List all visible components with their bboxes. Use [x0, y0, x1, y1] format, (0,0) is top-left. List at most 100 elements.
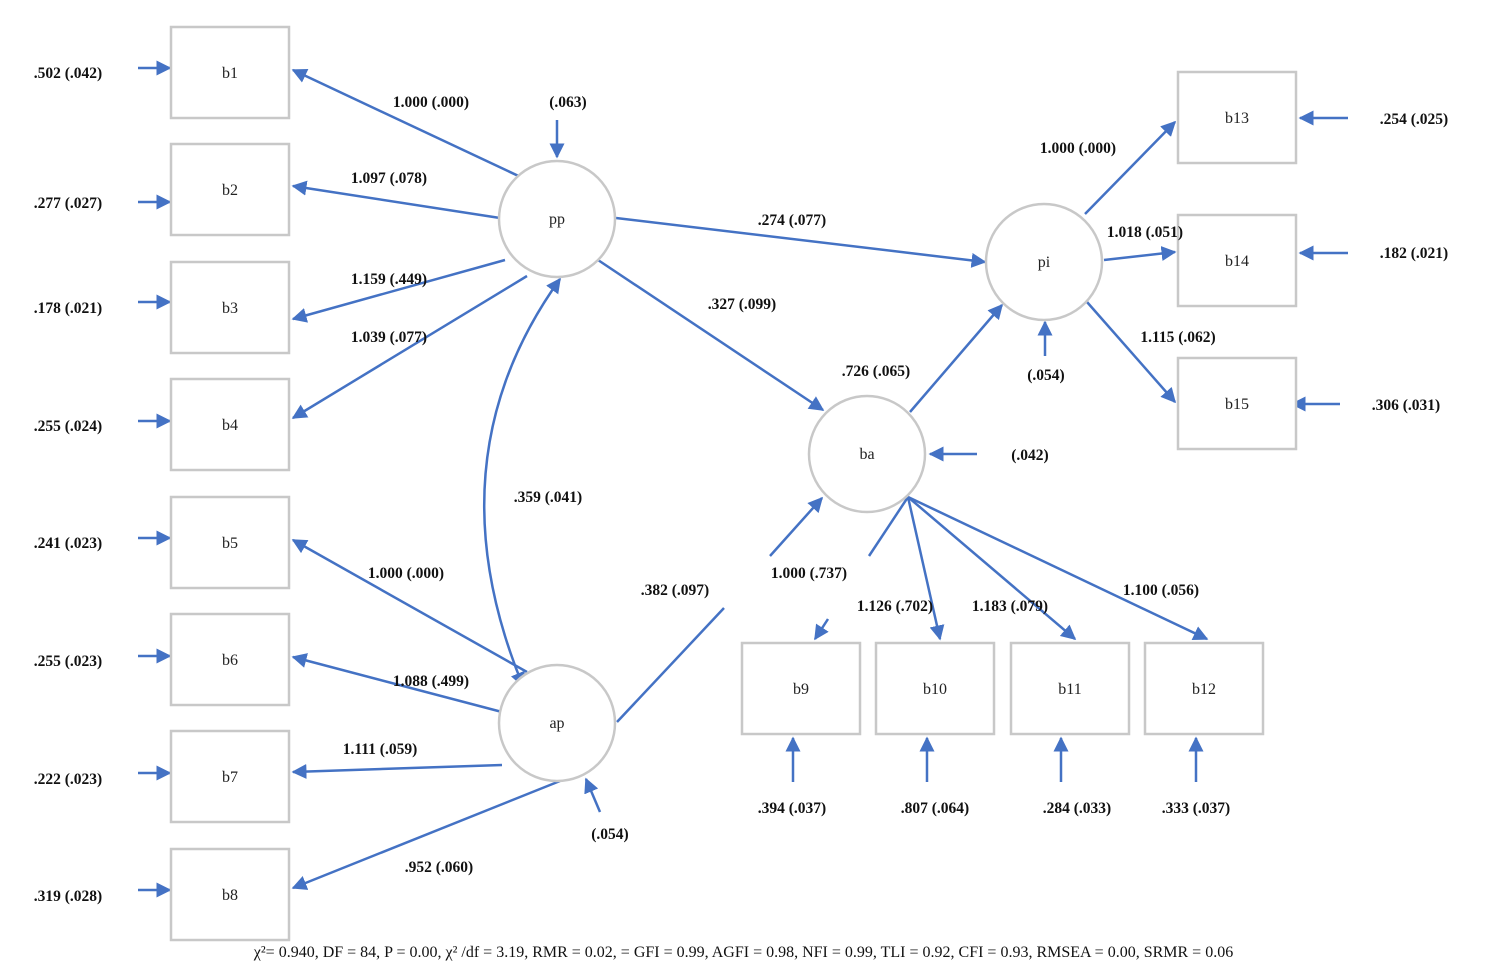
loading-pi-b15: 1.115 (.062) — [1140, 329, 1215, 346]
loading-pp-b2: 1.097 (.078) — [351, 170, 427, 187]
observed-b1: b1 — [169, 25, 291, 120]
structural-ap-ba: .382 (.097) — [641, 582, 709, 599]
observed-b4-label: b4 — [222, 417, 238, 434]
path-ap-b6 — [291, 653, 503, 714]
error-variance-b12: .333 (.037) — [1162, 800, 1230, 817]
structural-ba-pi: .726 (.065) — [842, 363, 910, 380]
error-variance-b11: .284 (.033) — [1043, 800, 1111, 817]
path-ap-ba-upper — [769, 496, 824, 557]
error-variance-b10: .807 (.064) — [901, 800, 969, 817]
path-ba-b9-lower — [813, 618, 830, 641]
loading-pi-b13: 1.000 (.000) — [1040, 140, 1116, 157]
observed-b5-label: b5 — [222, 535, 238, 552]
observed-b7-label: b7 — [222, 769, 238, 786]
error-variance-b6: .255 (.023) — [34, 653, 102, 670]
observed-b2: b2 — [169, 142, 291, 237]
latent-pp-label: pp — [549, 211, 565, 228]
covariance-pp-ap-label: .359 (.041) — [514, 489, 582, 506]
loading-pp-b3: 1.159 (.449) — [351, 271, 427, 288]
error-variance-b4: .255 (.024) — [34, 418, 102, 435]
disturbance-ba: (.042) — [1011, 447, 1048, 464]
observed-b8-label: b8 — [222, 887, 238, 904]
error-variance-b7: .222 (.023) — [34, 771, 102, 788]
disturbance-ap: (.054) — [591, 826, 628, 843]
observed-b15: b15 — [1176, 356, 1298, 451]
disturbance-labels: (.063) (.054) (.042) (.054) — [549, 94, 1064, 843]
observed-b11: b11 — [1009, 641, 1131, 736]
structural-ba-extra: 1.000 (.737) — [771, 565, 847, 582]
disturbance-pi: (.054) — [1027, 367, 1064, 384]
loading-ba-b9: 1.126 (.702) — [857, 598, 933, 615]
observed-b15-label: b15 — [1225, 396, 1249, 413]
latent-ap-label: ap — [549, 715, 564, 732]
observed-b4: b4 — [169, 377, 291, 472]
path-ba-b12 — [907, 495, 1209, 641]
loading-pp-b4: 1.039 (.077) — [351, 329, 427, 346]
disturbance-arrow-ap — [584, 777, 602, 813]
path-pp-ba — [597, 258, 825, 412]
path-ba-b10 — [906, 496, 945, 641]
latent-ba-label: ba — [859, 446, 874, 463]
observed-variables: b1 b2 b3 b4 b5 b6 b7 b8 b9 b10 b11 b12 b… — [169, 25, 1298, 942]
observed-b7: b7 — [169, 729, 291, 824]
loading-ap-b6: 1.088 (.499) — [393, 673, 469, 690]
observed-b9: b9 — [740, 641, 862, 736]
covariance-pp-ap — [482, 277, 562, 688]
observed-b12: b12 — [1143, 641, 1265, 736]
structural-labels: .274 (.077) .327 (.099) .726 (.065) .382… — [514, 212, 910, 599]
latent-pi: pi — [984, 202, 1104, 322]
loading-ba-b11: 1.100 (.056) — [1123, 582, 1199, 599]
observed-b3: b3 — [169, 260, 291, 355]
path-ba-pi — [909, 303, 1003, 413]
error-variance-labels: .502 (.042) .277 (.027) .178 (.021) .255… — [34, 65, 1448, 905]
observed-b14-label: b14 — [1225, 253, 1249, 270]
loading-ap-b7: 1.111 (.059) — [343, 741, 418, 758]
path-pp-b1 — [291, 68, 528, 182]
observed-b13-label: b13 — [1225, 110, 1249, 127]
path-ap-b8 — [291, 779, 561, 890]
paths — [138, 60, 1348, 898]
path-pp-pi — [615, 216, 987, 268]
loading-ap-b5: 1.000 (.000) — [368, 565, 444, 582]
error-variance-b9: .394 (.037) — [758, 800, 826, 817]
loading-labels: 1.000 (.000) 1.097 (.078) 1.159 (.449) 1… — [343, 94, 1216, 876]
loading-ba-b10: 1.183 (.079) — [972, 598, 1048, 615]
path-ap-b7 — [291, 763, 503, 780]
path-pp-b4 — [291, 274, 528, 420]
error-variance-b5: .241 (.023) — [34, 535, 102, 552]
observed-b13: b13 — [1176, 70, 1298, 165]
observed-b2-label: b2 — [222, 182, 238, 199]
error-variance-b3: .178 (.021) — [34, 300, 102, 317]
structural-pp-ba: .327 (.099) — [708, 296, 776, 313]
error-variance-b8: .319 (.028) — [34, 888, 102, 905]
observed-b6-label: b6 — [222, 652, 238, 669]
path-ba-b11 — [907, 496, 1077, 640]
loading-ap-b8: .952 (.060) — [405, 859, 473, 876]
observed-b3-label: b3 — [222, 300, 238, 317]
error-variance-b1: .502 (.042) — [34, 65, 102, 82]
observed-b10-label: b10 — [923, 681, 947, 698]
path-pi-b13 — [1084, 120, 1177, 215]
error-variance-b14: .182 (.021) — [1380, 245, 1448, 262]
latent-ap: ap — [497, 663, 617, 783]
loading-pi-b14: 1.018 (.051) — [1107, 224, 1183, 241]
error-variance-b2: .277 (.027) — [34, 195, 102, 212]
observed-b8: b8 — [169, 847, 291, 942]
latent-pi-label: pi — [1038, 254, 1051, 271]
latent-ba: ba — [807, 394, 927, 514]
path-pi-b15 — [1086, 301, 1176, 404]
observed-b12-label: b12 — [1192, 681, 1216, 698]
observed-b9-label: b9 — [793, 681, 809, 698]
latent-pp: pp — [497, 159, 617, 279]
path-ba-b9-upper — [867, 496, 910, 557]
observed-b5: b5 — [169, 495, 291, 590]
error-variance-b13: .254 (.025) — [1380, 111, 1448, 128]
path-pi-b14 — [1103, 246, 1177, 262]
observed-b1-label: b1 — [222, 65, 238, 82]
fit-statistics: χ²= 0.940, DF = 84, P = 0.00, χ² /df = 3… — [253, 944, 1234, 961]
observed-b10: b10 — [874, 641, 996, 736]
path-ap-b5 — [291, 538, 528, 674]
error-variance-b15: .306 (.031) — [1372, 397, 1440, 414]
path-pp-b3 — [291, 258, 506, 323]
disturbance-pp: (.063) — [549, 94, 586, 111]
